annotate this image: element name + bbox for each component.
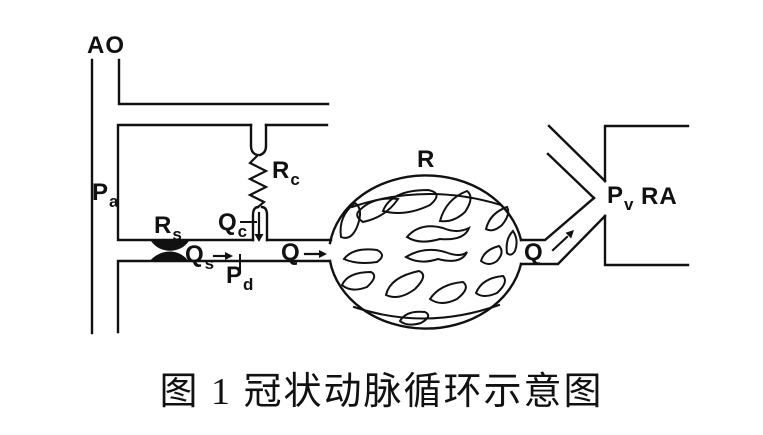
capillary-vessel [398, 310, 430, 326]
aorta-right-wall-and-branch-top [117, 58, 330, 106]
label-pv-sub: v [624, 195, 634, 214]
qs-flow-arrow-head [225, 252, 233, 260]
label-stenosis-flow: Qs [185, 241, 214, 273]
figure-caption: 图 1 冠状动脉循环示意图 [159, 371, 604, 413]
venous-channel-bottom-wall [519, 214, 607, 266]
label-arterial-pressure: Pa [92, 179, 118, 211]
capillary-bed-outline-top [328, 174, 523, 245]
capillary-vessel [340, 270, 376, 291]
capillary-vessel [342, 248, 383, 264]
branch-bottom-wall-left-and-aorta-mid-wall [116, 123, 255, 242]
capillary-vessel [428, 280, 467, 304]
capillary-vessel [381, 188, 438, 214]
label-stenosis-resistance: Rs [154, 212, 182, 244]
label-qc-sub: c [237, 222, 248, 241]
label-collateral-resistance: Rc [272, 157, 300, 189]
label-pd-sub: d [243, 275, 254, 294]
qc-flow-arrow-head [254, 234, 264, 242]
label-venous-pressure: Pv [607, 182, 633, 214]
label-rc-base: R [272, 157, 290, 184]
label-qs-base: Q [185, 241, 204, 268]
systemic-vein-outer-wall [547, 124, 607, 183]
capillary-vessel [404, 248, 468, 263]
capillary-vessel [405, 225, 471, 243]
rc-stub-lower-left [251, 205, 260, 242]
capillary-vessel [484, 205, 510, 232]
rc-stub-upper-right [258, 123, 268, 157]
label-aorta: AO [87, 32, 125, 59]
capillary-vessel [384, 269, 425, 298]
label-rs-base: R [154, 212, 172, 239]
label-bed-resistance: R [417, 146, 435, 173]
label-pa-base: P [92, 179, 109, 206]
venous-channel-top-wall [519, 196, 596, 242]
stenosis-upper-lobe [151, 241, 189, 251]
stenosis-lower-lobe [149, 251, 189, 262]
label-distal-pressure: Pd [226, 262, 253, 294]
label-inflow: Q [281, 239, 300, 266]
capillary-vessel [356, 197, 400, 224]
capillary-network [339, 188, 518, 326]
coronary-bottom-wall-and-aorta-lower-wall [116, 259, 332, 334]
capillary-vessel [438, 189, 472, 223]
label-right-atrium: RA [641, 183, 678, 210]
label-qs-sub: s [204, 254, 215, 273]
q-outflow-arrow-shaft [551, 235, 569, 252]
ra-top-and-left-upper-wall [603, 124, 690, 183]
rc-resistor-zigzag [247, 153, 269, 209]
rc-stub-upper-left [249, 123, 259, 157]
label-pa-sub: a [109, 192, 119, 211]
label-outflow: Q [524, 239, 543, 266]
label-qc-base: Q [218, 209, 237, 236]
label-collateral-flow: Qc [218, 209, 247, 241]
capillary-vessel [505, 229, 518, 256]
q-inflow-arrow-head [319, 250, 327, 258]
capillary-vessel [350, 192, 503, 209]
ra-left-lower-and-bottom-wall [603, 214, 690, 267]
rc-stub-lower-right [260, 205, 269, 242]
systemic-vein-inner-wall [546, 152, 596, 200]
capillary-vessel [479, 244, 503, 265]
capillary-vessel [474, 274, 506, 297]
capillary-vessel [339, 201, 361, 239]
label-rc-sub: c [290, 170, 300, 189]
label-pd-base: P [226, 262, 243, 289]
label-pv-base: P [607, 182, 624, 209]
label-rs-sub: s [172, 225, 182, 244]
capillary-bed-outline-bottom [328, 259, 523, 330]
q-outflow-arrow-head [565, 230, 574, 239]
